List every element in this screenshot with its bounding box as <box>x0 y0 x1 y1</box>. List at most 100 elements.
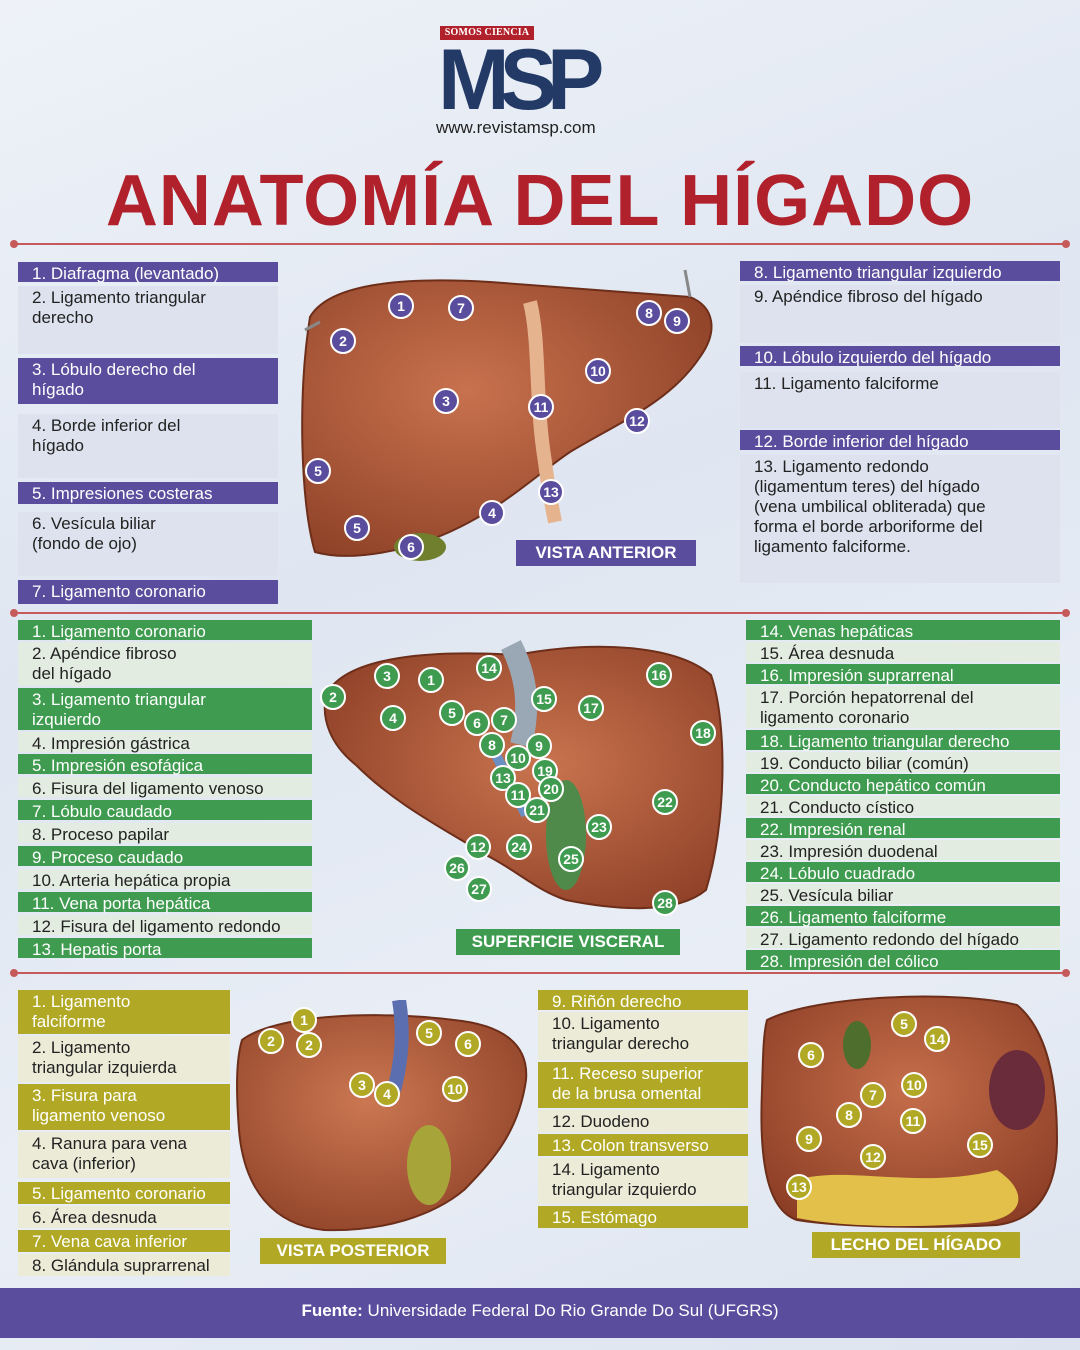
callout-marker: 9 <box>796 1126 822 1152</box>
list-item: 8. Glándula suprarrenal <box>18 1254 230 1276</box>
list-item: 10. Arteria hepática propia <box>18 869 312 890</box>
callout-marker: 27 <box>466 876 492 902</box>
callout-marker: 14 <box>476 655 502 681</box>
callout-marker: 17 <box>578 695 604 721</box>
callout-marker: 12 <box>860 1144 886 1170</box>
list-item: 16. Impresión suprarrenal <box>746 664 1060 685</box>
callout-marker: 8 <box>479 732 505 758</box>
callout-marker: 26 <box>444 855 470 881</box>
liver-posterior-illustration <box>236 1000 528 1232</box>
list-item: 5. Ligamento coronario <box>18 1182 230 1204</box>
msp-logo: MSP <box>438 32 604 128</box>
list-item: 1. Diafragma (levantado) <box>18 262 278 283</box>
list-item: 1. Ligamento coronario <box>18 620 312 641</box>
list-item: 9. Riñón derecho <box>538 990 748 1011</box>
callout-marker: 20 <box>538 776 564 802</box>
list-item: 2. Apéndice fibroso del hígado <box>18 642 312 686</box>
list-item: 10. Ligamento triangular derecho <box>538 1012 748 1060</box>
callout-marker: 6 <box>464 710 490 736</box>
divider-top <box>10 240 1070 248</box>
callout-marker: 7 <box>448 295 474 321</box>
list-item: 2. Ligamento triangular derecho <box>18 286 278 354</box>
list-item: 25. Vesícula biliar <box>746 884 1060 905</box>
list-item: 8. Ligamento triangular izquierdo <box>740 261 1060 282</box>
callout-marker: 13 <box>538 479 564 505</box>
list-item: 8. Proceso papilar <box>18 823 312 844</box>
callout-marker: 2 <box>330 328 356 354</box>
callout-marker: 7 <box>860 1082 886 1108</box>
callout-marker: 7 <box>491 707 517 733</box>
callout-marker: 2 <box>258 1028 284 1054</box>
callout-marker: 2 <box>296 1032 322 1058</box>
somos-ciencia-badge: SOMOS CIENCIA <box>440 26 534 40</box>
list-item: 13. Hepatis porta <box>18 938 312 959</box>
anterior-view-label: VISTA ANTERIOR <box>516 540 696 566</box>
list-item: 27. Ligamento redondo del hígado <box>746 928 1060 949</box>
list-item: 5. Impresiones costeras <box>18 482 278 504</box>
list-item: 17. Porción hepatorrenal del ligamento c… <box>746 686 1060 728</box>
list-item: 6. Vesícula biliar (fondo de ojo) <box>18 512 278 576</box>
callout-marker: 6 <box>798 1042 824 1068</box>
list-item: 15. Estómago <box>538 1206 748 1228</box>
callout-marker: 8 <box>836 1102 862 1128</box>
callout-marker: 12 <box>624 408 650 434</box>
list-item: 23. Impresión duodenal <box>746 840 1060 861</box>
callout-marker: 10 <box>505 745 531 771</box>
website-link[interactable]: www.revistamsp.com <box>436 118 596 137</box>
list-item: 13. Colon transverso <box>538 1134 748 1156</box>
list-item: 11. Vena porta hepática <box>18 892 312 913</box>
list-item: 19. Conducto biliar (común) <box>746 752 1060 773</box>
list-item: 9. Proceso caudado <box>18 846 312 867</box>
list-item: 14. Ligamento triangular izquierdo <box>538 1158 748 1204</box>
list-item: 11. Receso superior de la brusa omental <box>538 1062 748 1108</box>
list-item: 3. Lóbulo derecho del hígado <box>18 358 278 404</box>
footer-source: Fuente: Universidade Federal Do Rio Gran… <box>0 1288 1080 1338</box>
callout-marker: 4 <box>380 705 406 731</box>
list-item: 13. Ligamento redondo (ligamentum teres)… <box>740 455 1060 583</box>
callout-marker: 6 <box>455 1031 481 1057</box>
callout-marker: 11 <box>528 394 554 420</box>
callout-marker: 10 <box>901 1072 927 1098</box>
callout-marker: 21 <box>524 797 550 823</box>
list-item: 12. Fisura del ligamento redondo <box>18 915 312 936</box>
list-item: 18. Ligamento triangular derecho <box>746 730 1060 751</box>
callout-marker: 13 <box>786 1174 812 1200</box>
callout-marker: 28 <box>652 890 678 916</box>
callout-marker: 4 <box>374 1081 400 1107</box>
divider-middle <box>10 609 1070 617</box>
list-item: 12. Duodeno <box>538 1110 748 1132</box>
list-item: 6. Fisura del ligamento venoso <box>18 777 312 798</box>
callout-marker: 5 <box>305 458 331 484</box>
list-item: 28. Impresión del cólico <box>746 950 1060 971</box>
list-item: 21. Conducto cístico <box>746 796 1060 817</box>
list-item: 3. Fisura para ligamento venoso <box>18 1084 230 1130</box>
callout-marker: 11 <box>900 1108 926 1134</box>
callout-marker: 9 <box>664 308 690 334</box>
callout-marker: 6 <box>398 534 424 560</box>
callout-marker: 16 <box>646 662 672 688</box>
callout-marker: 3 <box>374 663 400 689</box>
list-item: 10. Lóbulo izquierdo del hígado <box>740 346 1060 367</box>
list-item: 7. Vena cava inferior <box>18 1230 230 1252</box>
visceral-view-label: SUPERFICIE VISCERAL <box>456 929 680 955</box>
callout-marker: 2 <box>320 684 346 710</box>
callout-marker: 23 <box>586 814 612 840</box>
footer-source-text: Universidade Federal Do Rio Grande Do Su… <box>362 1301 779 1320</box>
posterior-view-label: VISTA POSTERIOR <box>260 1238 446 1264</box>
callout-marker: 5 <box>344 515 370 541</box>
callout-marker: 5 <box>416 1020 442 1046</box>
callout-marker: 8 <box>636 300 662 326</box>
callout-marker: 1 <box>291 1007 317 1033</box>
callout-marker: 10 <box>585 358 611 384</box>
list-item: 4. Impresión gástrica <box>18 732 312 753</box>
list-item: 24. Lóbulo cuadrado <box>746 862 1060 883</box>
callout-marker: 14 <box>924 1026 950 1052</box>
list-item: 4. Borde inferior del hígado <box>18 414 278 478</box>
list-item: 20. Conducto hepático común <box>746 774 1060 795</box>
list-item: 6. Área desnuda <box>18 1206 230 1228</box>
footer-source-label: Fuente: <box>301 1301 363 1320</box>
list-item: 15. Área desnuda <box>746 642 1060 663</box>
callout-marker: 12 <box>465 834 491 860</box>
list-item: 7. Lóbulo caudado <box>18 800 312 821</box>
callout-marker: 22 <box>652 789 678 815</box>
